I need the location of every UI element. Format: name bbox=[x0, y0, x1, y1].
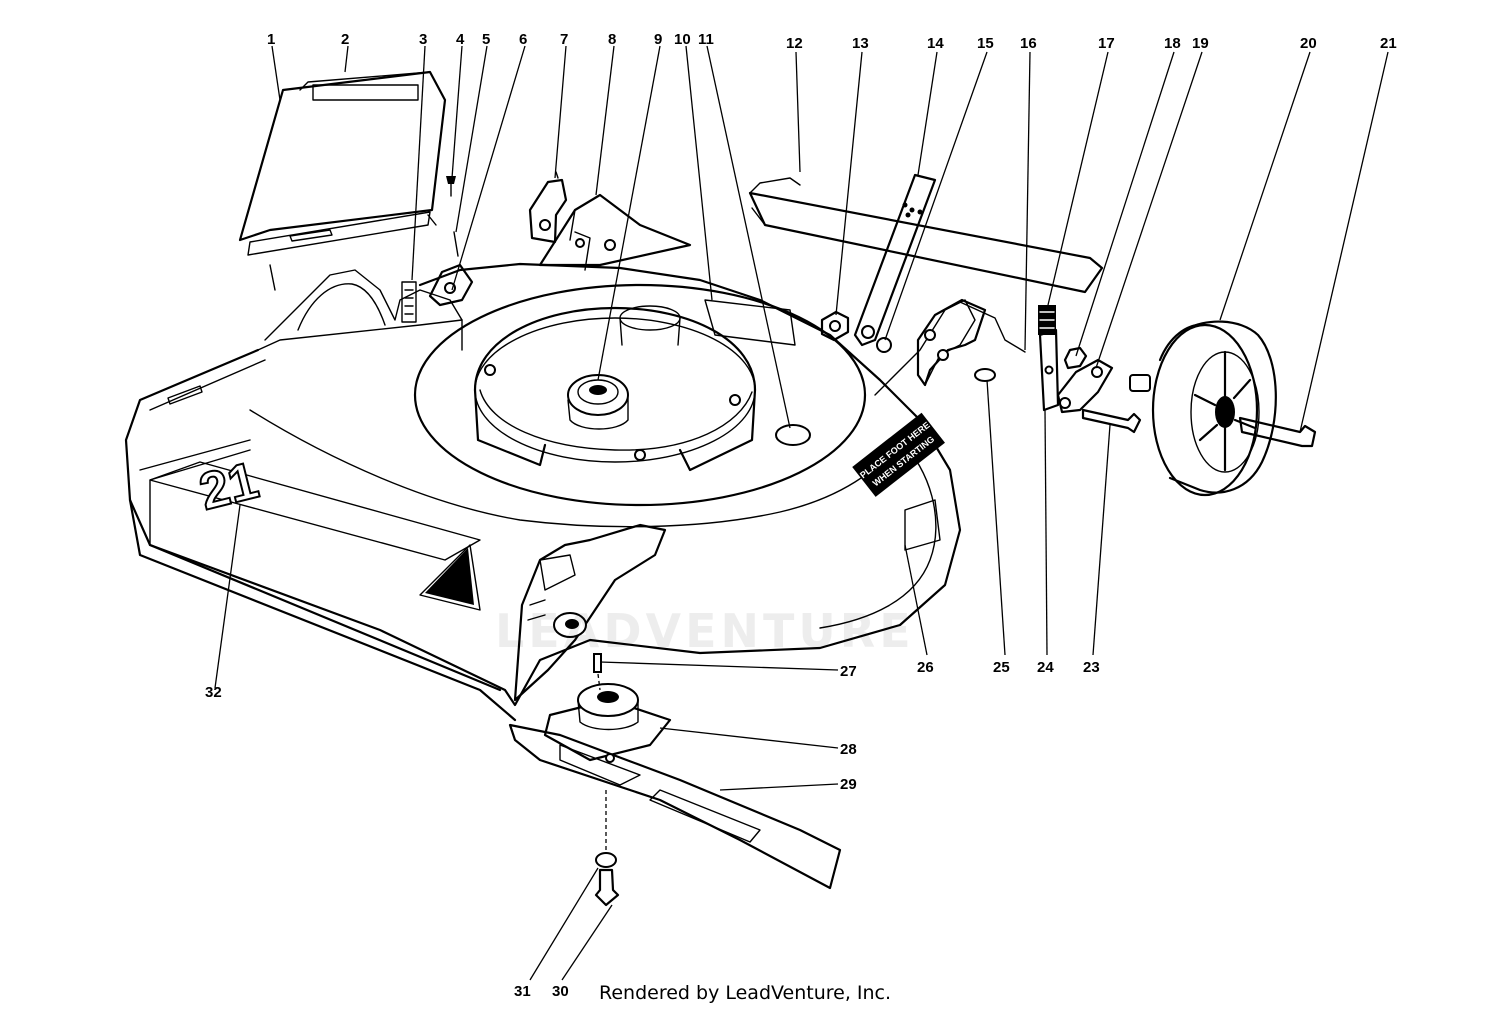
callout-23: 23 bbox=[1083, 659, 1100, 676]
key-27 bbox=[593, 653, 602, 673]
callout-6: 6 bbox=[519, 31, 527, 48]
deck-size-number: 21 bbox=[194, 451, 264, 521]
nut-13 bbox=[820, 310, 850, 342]
callout-32: 32 bbox=[205, 684, 222, 701]
callout-1: 1 bbox=[267, 31, 275, 48]
hinge-hardware bbox=[428, 176, 474, 307]
callout-24: 24 bbox=[1037, 659, 1054, 676]
callout-12: 12 bbox=[786, 35, 803, 52]
callout-20: 20 bbox=[1300, 35, 1317, 52]
callout-13: 13 bbox=[852, 35, 869, 52]
callout-25: 25 bbox=[993, 659, 1010, 676]
callout-30: 30 bbox=[552, 983, 569, 1000]
blade-bolt bbox=[594, 868, 620, 907]
callout-18: 18 bbox=[1164, 35, 1181, 52]
grass-bag-door bbox=[238, 70, 447, 291]
front-height-adjuster bbox=[513, 523, 667, 702]
callout-21: 21 bbox=[1380, 35, 1397, 52]
callout-28: 28 bbox=[840, 741, 857, 758]
callout-8: 8 bbox=[608, 31, 616, 48]
callout-3: 3 bbox=[419, 31, 427, 48]
engine-mount-plate bbox=[413, 283, 867, 507]
height-adjuster bbox=[853, 173, 1060, 412]
rear-flap bbox=[748, 177, 1104, 294]
spring bbox=[1038, 305, 1056, 335]
callout-2: 2 bbox=[341, 31, 349, 48]
lock-washer bbox=[595, 852, 617, 868]
callout-29: 29 bbox=[840, 776, 857, 793]
leader-lines bbox=[214, 45, 1389, 981]
bracket-7 bbox=[528, 171, 568, 244]
callout-31: 31 bbox=[514, 983, 531, 1000]
callout-10: 10 bbox=[674, 31, 691, 48]
wheel bbox=[1151, 320, 1317, 497]
callout-17: 17 bbox=[1098, 35, 1115, 52]
callout-16: 16 bbox=[1020, 35, 1037, 52]
callout-14: 14 bbox=[927, 35, 944, 52]
blade bbox=[508, 723, 842, 890]
callout-4: 4 bbox=[456, 31, 465, 48]
blade-adapter bbox=[543, 683, 672, 762]
wheel-bracket bbox=[1056, 346, 1151, 434]
callout-7: 7 bbox=[560, 31, 568, 48]
watermark: LEADVENTURE bbox=[495, 604, 915, 658]
callout-9: 9 bbox=[654, 31, 662, 48]
callout-19: 19 bbox=[1192, 35, 1209, 52]
credit-line: Rendered by LeadVenture, Inc. bbox=[599, 982, 892, 1004]
callout-15: 15 bbox=[977, 35, 994, 52]
decal-26 bbox=[904, 499, 941, 551]
mower-deck bbox=[124, 193, 976, 722]
washer-25 bbox=[974, 368, 996, 382]
washer-15 bbox=[876, 337, 892, 353]
blade-assembly bbox=[508, 653, 842, 907]
callout-27: 27 bbox=[840, 663, 857, 680]
callout-26: 26 bbox=[917, 659, 934, 676]
callout-11: 11 bbox=[698, 31, 714, 48]
callout-5: 5 bbox=[482, 31, 490, 48]
callout-numbers: 1 2 3 4 5 6 7 8 9 10 11 12 13 14 15 16 1… bbox=[205, 31, 1397, 1000]
